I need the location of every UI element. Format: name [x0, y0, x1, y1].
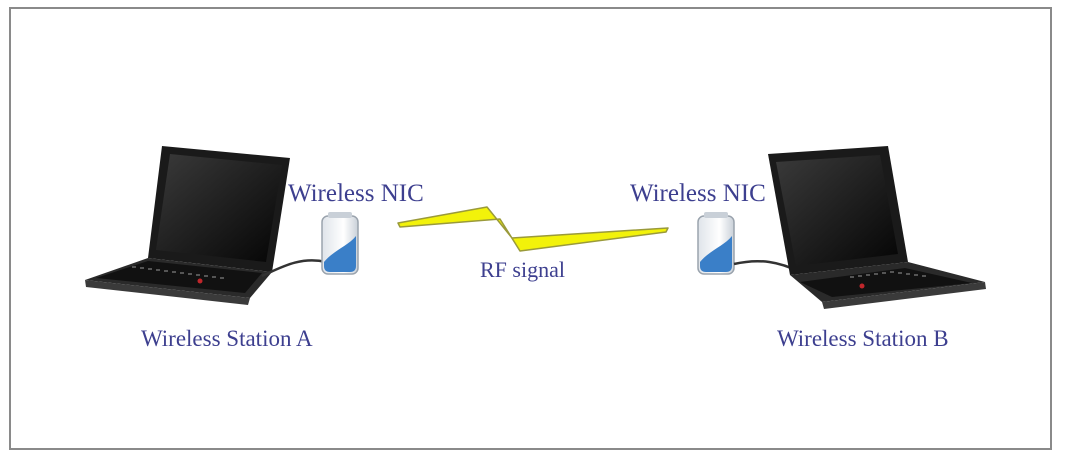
laptop-b-icon: [768, 146, 986, 309]
wireless-station-a-label: Wireless Station A: [141, 326, 313, 351]
laptop-a-icon: [85, 146, 290, 305]
rf-signal-bolt-icon: [397, 206, 669, 252]
cable-a: [261, 259, 327, 278]
rf-signal-label: RF signal: [480, 257, 565, 282]
wireless-station-b-label: Wireless Station B: [777, 326, 949, 351]
wireless-nic-a-label: Wireless NIC: [288, 180, 424, 207]
wireless-nic-b-label: Wireless NIC: [630, 180, 766, 207]
wireless-nic-b-icon: [697, 212, 735, 275]
wireless-nic-a-icon: [321, 212, 359, 275]
